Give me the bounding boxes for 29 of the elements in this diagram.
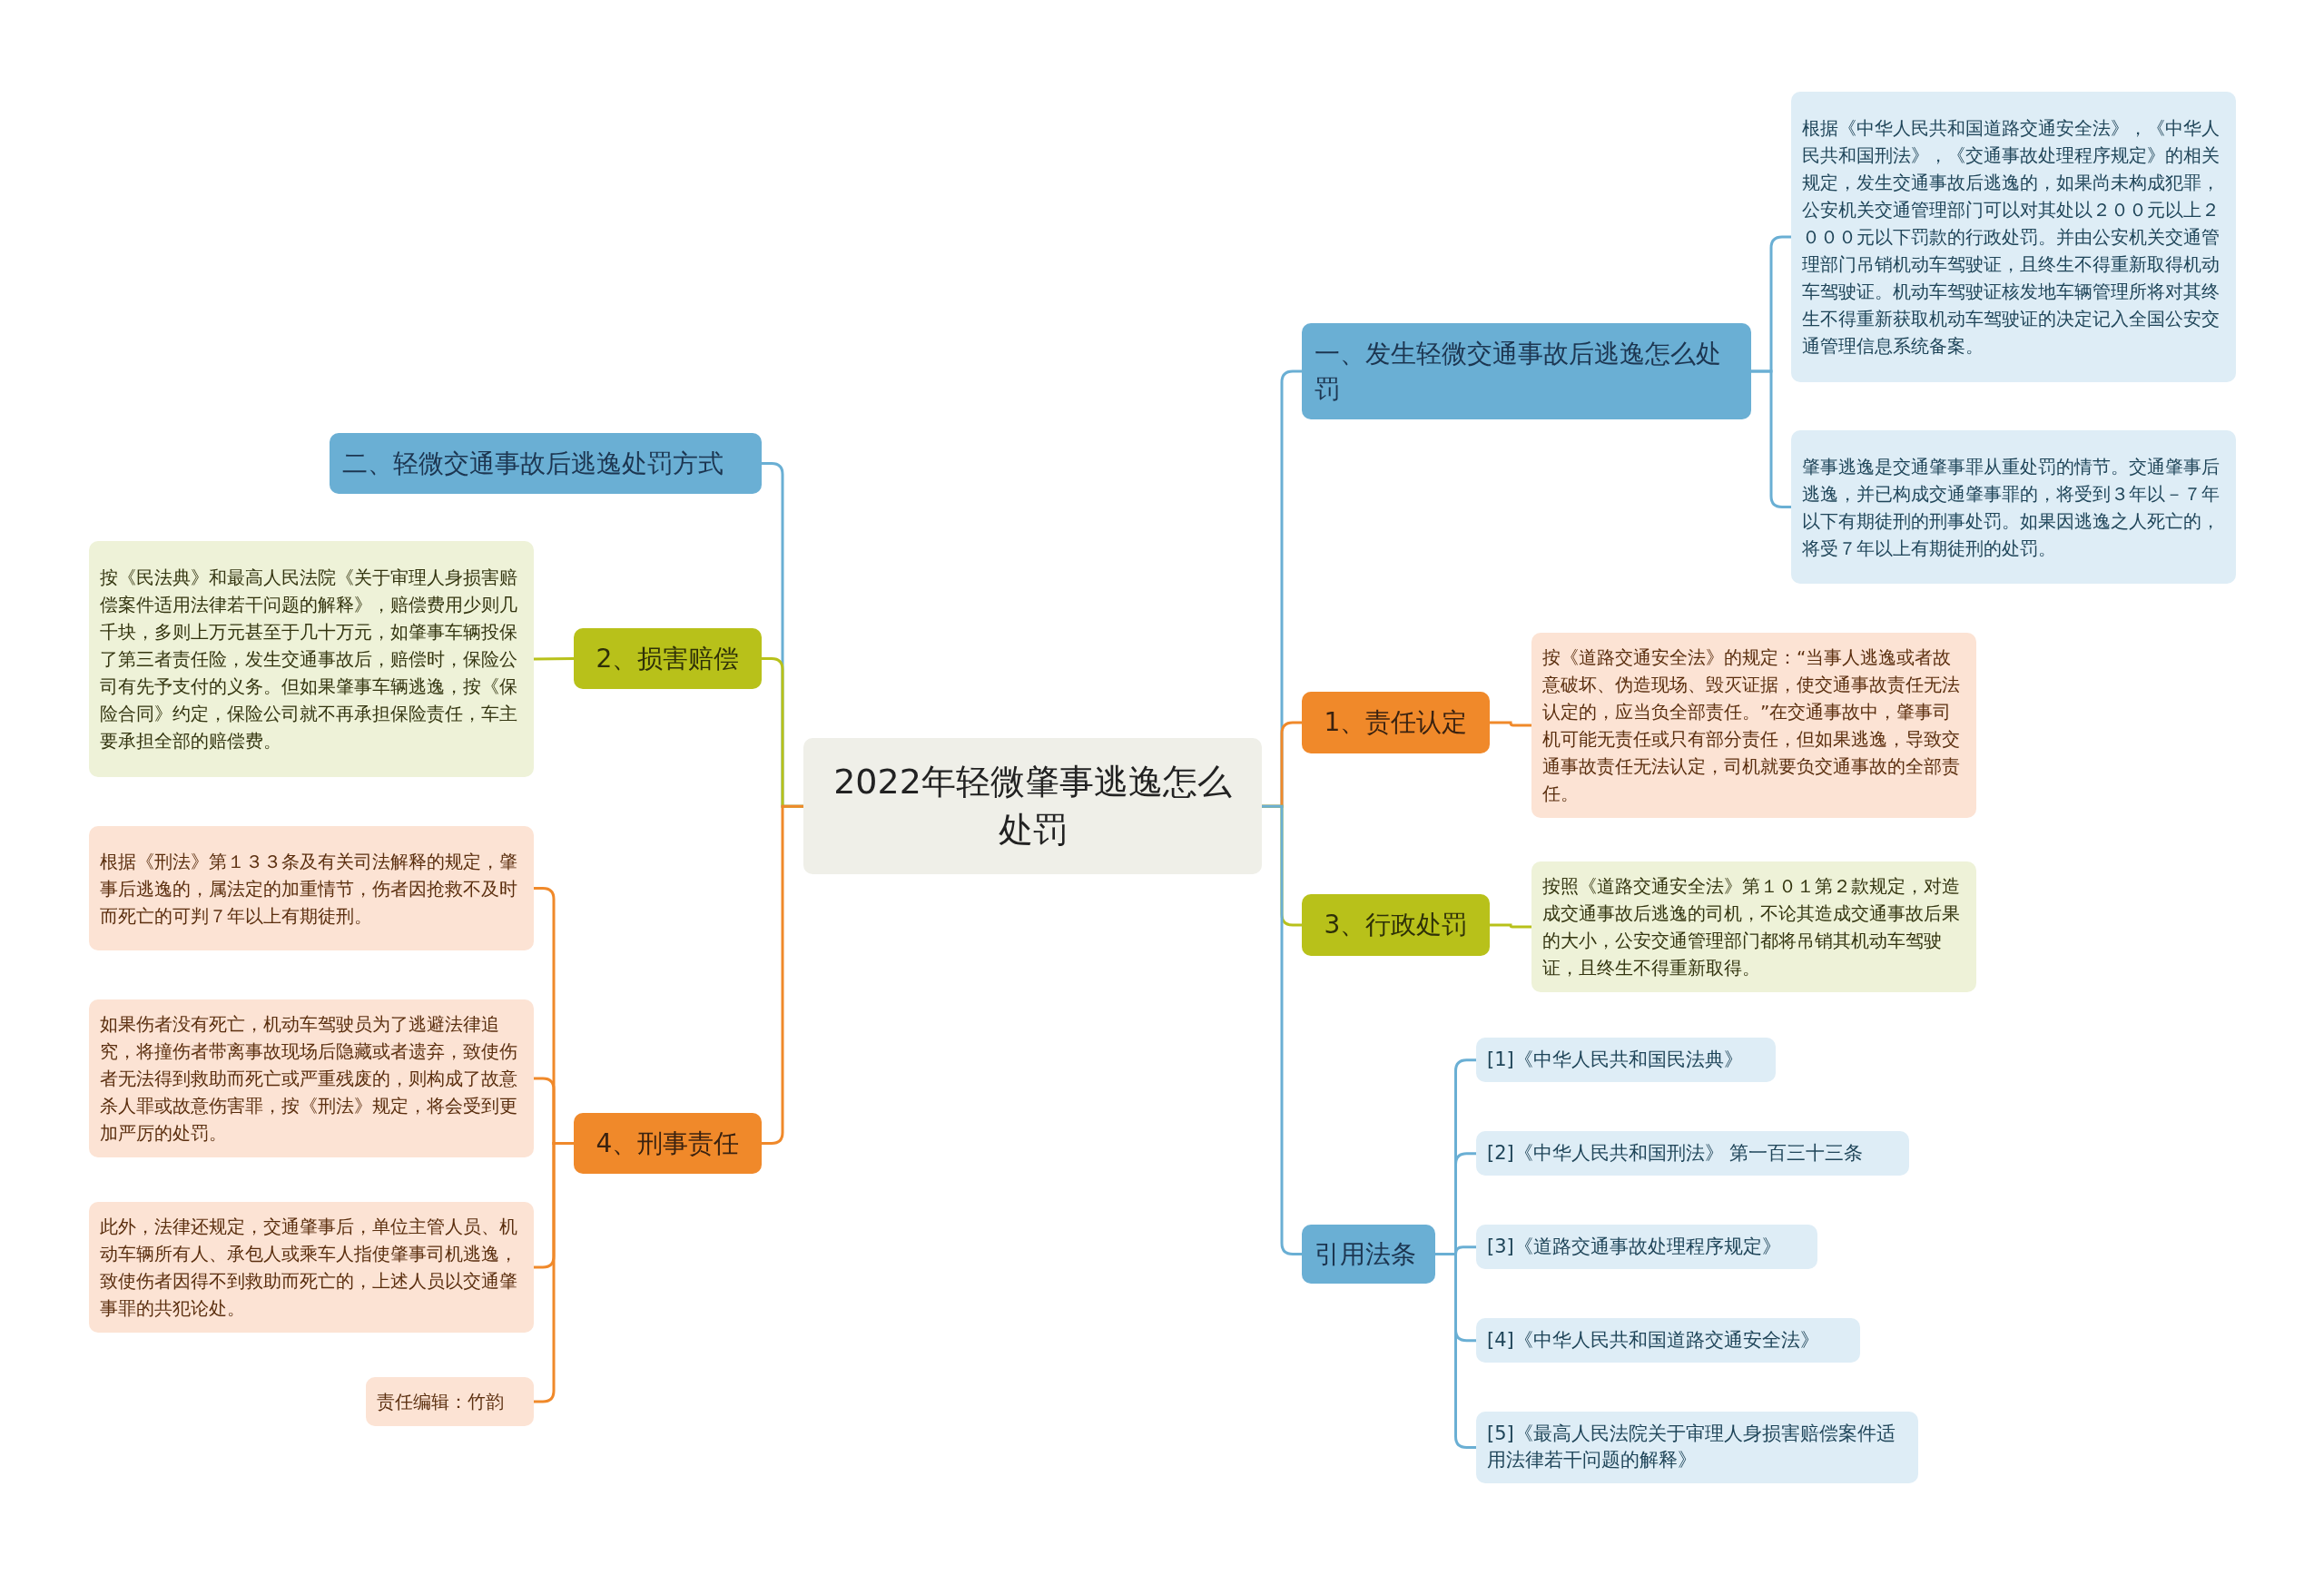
note-box: 责任编辑：竹韵 [366,1377,534,1426]
connector-line [534,1142,574,1403]
connector-line [762,804,803,1145]
topic-box: 二、轻微交通事故后逃逸处罚方式 [330,433,762,494]
note-box: 按《民法典》和最高人民法院《关于审理人身损害赔偿案件适用法律若干问题的解释》，赔偿费用少则几千块，多则上万元甚至于几十万元，如肇事车辆投保了第三者责任险，发生交通事故后，赔偿时，保险公司有先予支付的义务。但如果肇事车辆逃逸，按《保险合同》约定，保险公司就不再承担保险责任，车主要承担全部的赔偿费。 [89,541,534,777]
reference-box: [4]《中华人民共和国道路交通安全法》 [1476,1318,1860,1363]
note-box: 按照《道路交通安全法》第１０１第２款规定，对造成交通事故后逃逸的司机，不论其造成交通事故后果的大小，公安交通管理部门都将吊销其机动车驾驶证，且终生不得重新取得。 [1531,861,1976,992]
reference-box: [2]《中华人民共和国刑法》 第一百三十三条 [1476,1131,1909,1176]
reference-box: [5]《最高人民法院关于审理人身损害赔偿案件适用法律若干问题的解释》 [1476,1412,1918,1483]
topic-box: 1、责任认定 [1302,692,1490,753]
connector-line [534,657,574,661]
note-box: 如果伤者没有死亡，机动车驾驶员为了逃避法律追究，将撞伤者带离事故现场后隐藏或者遗弃，致使伤者无法得到救助而死亡或严重残废的，则构成了故意杀人罪或故意伤害罪，按《刑法》规定，将会受到更加严厉的处罚。 [89,999,534,1157]
note-box: 根据《中华人民共和国道路交通安全法》，《中华人民共和国刑法》，《交通事故处理程序规定》的相关规定，发生交通事故后逃逸的，如果尚未构成犯罪，公安机关交通管理部门可以对其处以２００元以上２０００元以下罚款的行政处罚。并由公安机关交通管理部门吊销机动车驾驶证，且终生不得重新取得机动车驾驶证。机动车驾驶证核发地车辆管理所将对其终生不得重新获取机动车驾驶证的决定记入全国公安交通管理信息系统备案。 [1791,92,2236,382]
note-box: 肇事逃逸是交通肇事罪从重处罚的情节。交通肇事后逃逸，并已构成交通肇事罪的，将受到３年以－７年以下有期徒刑的刑事处罚。如果因逃逸之人死亡的，将受７年以上有期徒刑的处罚。 [1791,430,2236,584]
topic-box: 引用法条 [1302,1225,1435,1284]
note-box: 根据《刑法》第１３３条及有关司法解释的规定，肇事后逃逸的，属法定的加重情节，伤者因抢救不及时而死亡的可判７年以上有期徒刑。 [89,826,534,950]
topic-box: 4、刑事责任 [574,1113,762,1174]
topic-box: 3、行政处罚 [1302,894,1490,956]
connector-line [1262,804,1302,1255]
connector-line [1490,923,1531,929]
connector-line [1751,369,1791,508]
connector-line [1490,721,1531,727]
topic-box: 2、损害赔偿 [574,628,762,689]
topic-box: 一、发生轻微交通事故后逃逸怎么处罚 [1302,323,1751,419]
central-topic: 2022年轻微肇事逃逸怎么处罚 [803,738,1262,875]
reference-box: [3]《道路交通事故处理程序规定》 [1476,1225,1817,1270]
note-box: 按《道路交通安全法》的规定：“当事人逃逸或者故意破坏、伪造现场、毁灭证据，使交通事故责任无法认定的，应当负全部责任。”在交通事故中，肇事司机可能无责任或只有部分责任，但如果逃逸，导致交通事故责任无法认定，司机就要负交通事故的全部责任。 [1531,633,1976,818]
reference-box: [1]《中华人民共和国民法典》 [1476,1038,1776,1083]
note-box: 此外，法律还规定，交通肇事后，单位主管人员、机动车辆所有人、承包人或乘车人指使肇事司机逃逸，致使伤者因得不到救助而死亡的，上述人员以交通肇事罪的共犯论处。 [89,1202,534,1333]
